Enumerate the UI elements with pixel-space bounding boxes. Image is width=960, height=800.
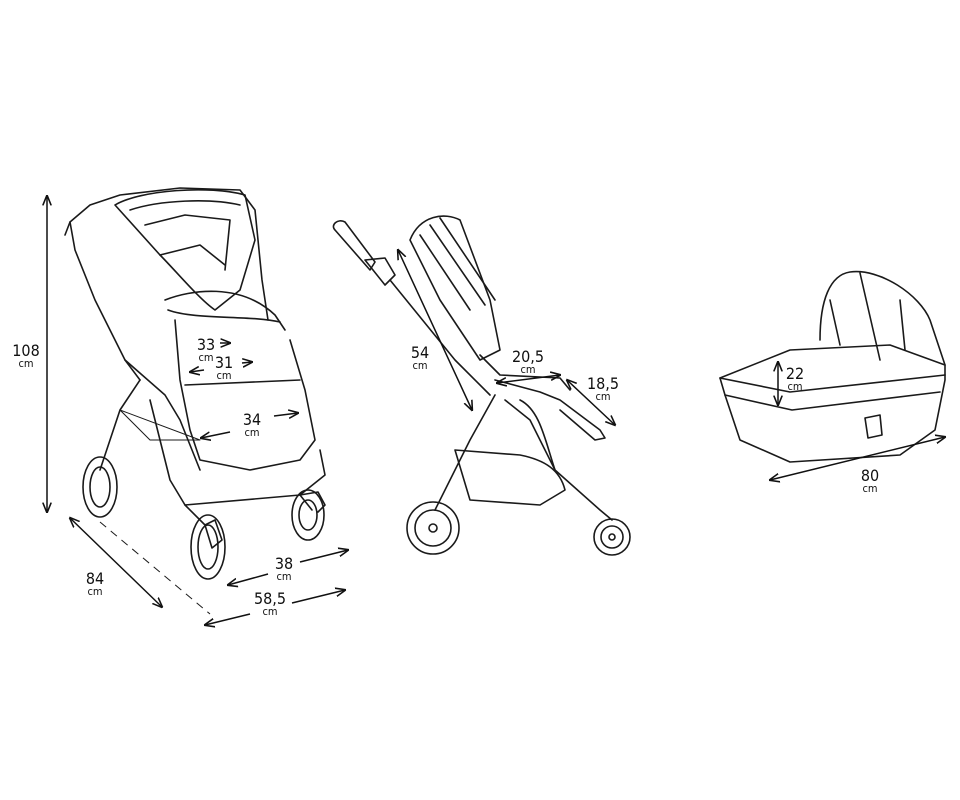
dimension-seat-width: 31 cm xyxy=(214,353,234,382)
dimension-value: 58,5 xyxy=(253,589,287,608)
dimension-unit: cm xyxy=(595,390,611,403)
stroller-side-view xyxy=(332,215,631,556)
dimension-value: 31 xyxy=(214,353,234,372)
dimension-unit: cm xyxy=(787,380,803,393)
dimension-height: 108 cm xyxy=(12,341,40,370)
dimension-seat-width-top: 33 cm xyxy=(196,335,216,364)
dimension-value: 33 xyxy=(196,335,216,354)
dimension-inner-width: 38 cm xyxy=(274,554,294,583)
dimension-value: 18,5 xyxy=(586,374,620,393)
dimension-unit: cm xyxy=(198,351,214,364)
dimension-unit: cm xyxy=(862,482,878,495)
dimension-carrycot-length: 80 cm xyxy=(860,466,880,495)
dimension-width: 58,5 cm xyxy=(253,589,287,618)
dimension-value: 84 xyxy=(85,569,105,588)
dimension-value: 22 xyxy=(785,364,805,383)
dimension-length: 84 cm xyxy=(85,569,105,598)
dimension-value: 54 xyxy=(410,343,430,362)
dimension-unit: cm xyxy=(520,363,536,376)
dimension-seat-depth: 20,5 cm xyxy=(511,347,545,376)
dimension-backrest-height: 54 cm xyxy=(410,343,430,372)
dimension-unit: cm xyxy=(216,369,232,382)
dimension-value: 34 xyxy=(242,410,262,429)
dimension-unit: cm xyxy=(244,426,260,439)
dimension-legrest-length: 18,5 cm xyxy=(586,374,620,403)
dimension-value: 20,5 xyxy=(511,347,545,366)
dimension-value: 108 xyxy=(12,341,40,360)
dimension-value: 38 xyxy=(274,554,294,573)
dimension-unit: cm xyxy=(412,359,428,372)
dimension-unit: cm xyxy=(18,357,34,370)
dimension-unit: cm xyxy=(262,605,278,618)
carrycot xyxy=(719,270,946,463)
dimension-arrows xyxy=(47,196,945,625)
dimension-footrest-width: 34 cm xyxy=(242,410,262,439)
dimension-unit: cm xyxy=(276,570,292,583)
dimension-carrycot-depth: 22 cm xyxy=(785,364,805,393)
dimension-unit: cm xyxy=(87,585,103,598)
dimension-value: 80 xyxy=(860,466,880,485)
stroller-front-view xyxy=(64,187,326,580)
